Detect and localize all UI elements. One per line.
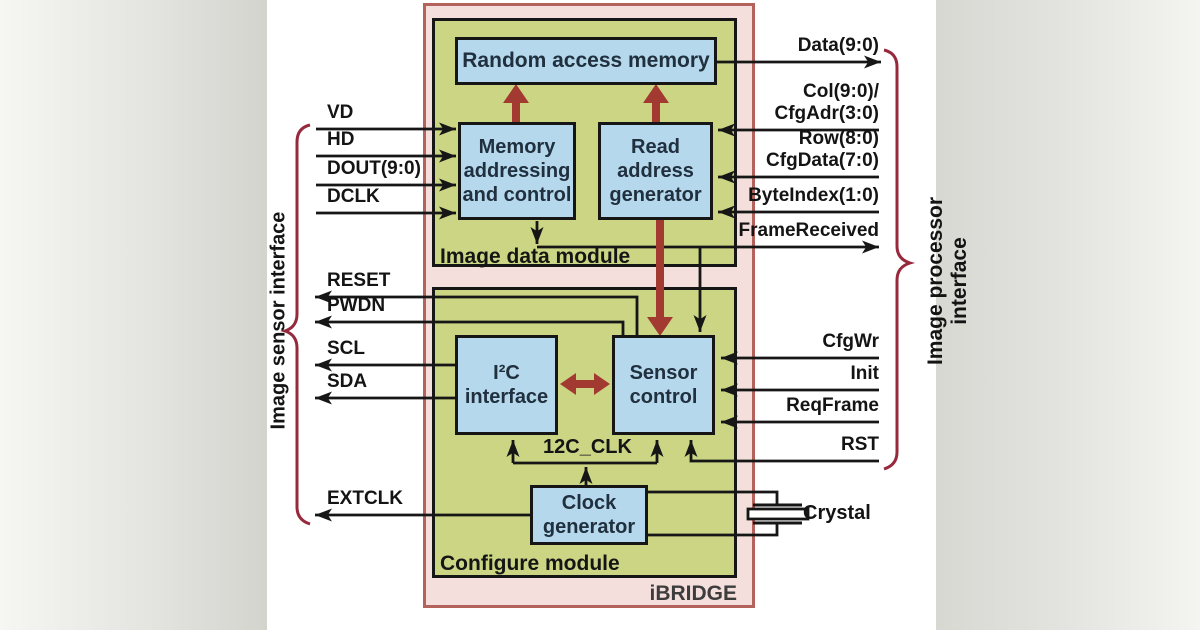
brace-image-processor-interface: [883, 48, 916, 471]
wire-reset: [315, 290, 639, 336]
module-label-configure: Configure module: [440, 552, 620, 575]
block-read-address-generator: Read address generator: [598, 122, 713, 220]
bus-arrow-memaddr-to-ram-head: [503, 84, 529, 103]
bus-arrow-memaddr-to-ram-stem: [512, 101, 520, 124]
wire-crystal-top: [648, 490, 779, 506]
wire-crystal-bottom: [648, 522, 779, 537]
brace-image-sensor-interface: [280, 123, 311, 526]
wire-rst: [684, 440, 879, 463]
background-left-panel: [0, 0, 267, 630]
signal-label-vd: VD: [327, 102, 354, 123]
signal-label-init: Init: [850, 363, 880, 384]
interface-braces: [280, 48, 916, 526]
signal-label-byteindex: ByteIndex(1:0): [748, 185, 879, 206]
bus-arrow-readaddr-to-ram-stem: [652, 101, 660, 124]
wire-pwdn: [315, 315, 625, 336]
block-random-access-memory: Random access memory: [455, 37, 717, 85]
red-bus-arrows: [503, 84, 673, 395]
signal-wires: [315, 55, 881, 537]
block-memory-addressing: Memory addressing and control: [458, 122, 576, 220]
signal-label-hd: HD: [327, 129, 355, 150]
signal-label-pwdn: PWDN: [327, 295, 386, 316]
crystal-symbol: [746, 503, 810, 525]
signal-label-scl: SCL: [327, 338, 365, 359]
bus-arrow-readaddr-to-sensor-head: [647, 317, 673, 336]
crystal-label: Crystal: [803, 502, 871, 524]
left-interface-title: Image sensor interface: [267, 211, 290, 430]
bus-arrow-readaddr-to-ram-head: [643, 84, 669, 103]
block-sensor-control: Sensor control: [612, 335, 715, 435]
signal-label-extclk: EXTCLK: [327, 488, 403, 509]
signal-label-data: Data(9:0): [797, 35, 879, 56]
bus-arrow-i2c-sensor-right-head: [594, 373, 610, 395]
i2c-clk-bus-label: 12C_CLK: [543, 436, 632, 458]
bus-arrow-i2c-sensor-left-head: [560, 373, 576, 395]
signal-label-sda: SDA: [327, 371, 368, 392]
module-label-image-data: Image data module: [440, 245, 631, 268]
signal-label-dclk: DCLK: [327, 186, 380, 207]
bus-arrow-i2c-sensor-stem: [572, 380, 598, 388]
block-i2c-interface: I²C interface: [455, 335, 558, 435]
signal-label-reset: RESET: [327, 270, 391, 291]
chip-label-ibridge: iBRIDGE: [649, 582, 737, 605]
signal-label-col-cfgadr: Col(9:0)/ CfgAdr(3:0): [774, 81, 880, 124]
signal-label-row-cfgdata: Row(8:0) CfgData(7:0): [766, 128, 879, 171]
block-clock-generator: Clock generator: [530, 485, 648, 545]
signal-label-framereceived: FrameReceived: [738, 220, 879, 241]
signal-label-reqframe: ReqFrame: [786, 395, 879, 416]
signal-label-rst: RST: [841, 434, 879, 455]
right-interface-title: Image processor interface: [924, 196, 971, 366]
bus-arrow-readaddr-to-sensor-stem: [656, 220, 664, 319]
background-right-panel: [936, 0, 1200, 630]
signal-label-cfgwr: CfgWr: [822, 331, 879, 352]
crystal-body: [746, 507, 810, 521]
signal-label-dout: DOUT(9:0): [327, 158, 421, 179]
